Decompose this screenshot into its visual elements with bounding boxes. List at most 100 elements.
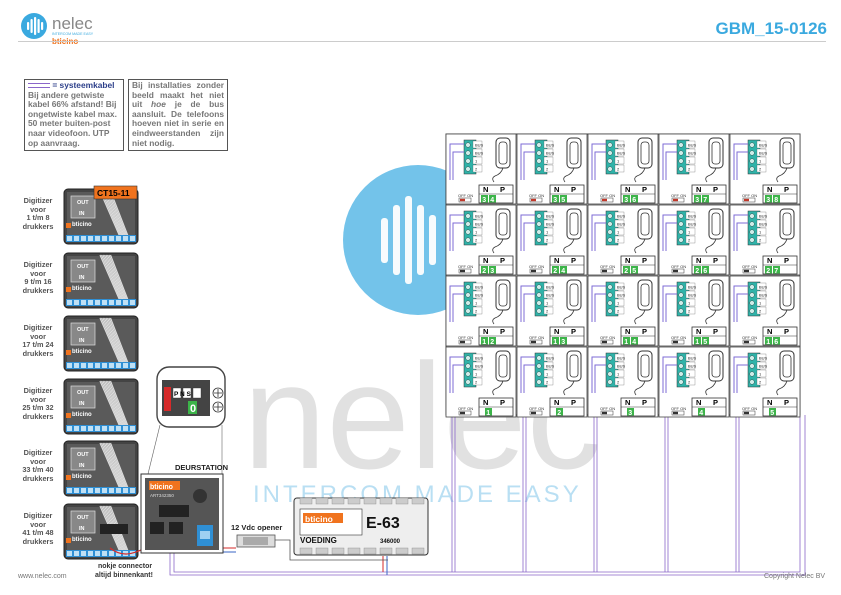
switch-n: N	[767, 398, 772, 407]
out-in-box	[70, 510, 96, 534]
digitizer-label-line: Digitizer	[23, 260, 53, 269]
switch-n: N	[483, 327, 488, 336]
code-digit: 2	[553, 268, 557, 275]
terminal-label: BUS	[759, 285, 768, 290]
code-digit: 1	[482, 339, 486, 346]
doc-code: GBM_15-0126	[715, 19, 827, 38]
code-digit: 7	[703, 197, 707, 204]
code-digit: 3	[490, 268, 494, 275]
terminal-label: BUS	[617, 151, 626, 156]
terminal-strip	[66, 550, 136, 557]
module-brand: bticino	[72, 474, 92, 480]
code-digit-box	[702, 337, 709, 345]
offon-label: OFF ON	[458, 264, 473, 269]
code-digit-box	[485, 408, 492, 416]
out-label: OUT	[77, 390, 89, 396]
module-brand: bticino	[72, 537, 92, 543]
note-installatie-post: je de bus aansluit. De telefoons hoeven …	[132, 99, 224, 148]
terminal-label: BUS	[759, 143, 768, 148]
terminal-label: 1	[688, 372, 691, 377]
switch-n: N	[696, 256, 701, 265]
terminal-label: 2	[475, 167, 478, 172]
terminal-label: 1	[475, 301, 478, 306]
terminal-label: BUS	[759, 364, 768, 369]
code-digit-box	[694, 195, 701, 203]
digitizer-label-line: drukkers	[22, 285, 54, 295]
code-digit-box	[560, 337, 567, 345]
switch-p: P	[571, 256, 576, 265]
code-digit-box	[631, 337, 638, 345]
digitizer-label-line: 9 t/m 16	[24, 277, 52, 286]
offon-label: OFF ON	[529, 264, 544, 269]
terminal-label: BUS	[475, 151, 484, 156]
terminal-label: 1	[759, 301, 762, 306]
offon-label: OFF ON	[600, 406, 615, 411]
opener-label: 12 Vdc opener	[231, 523, 282, 532]
connector-block	[100, 524, 128, 534]
terminal-label: BUS	[546, 143, 555, 148]
terminal-label: 2	[546, 238, 549, 243]
switch-n: N	[483, 256, 488, 265]
code-digit-box	[765, 337, 772, 345]
switch-p: P	[642, 398, 647, 407]
code-digit-box	[552, 195, 559, 203]
header-rule	[18, 41, 826, 42]
code-digit: 7	[774, 268, 778, 275]
terminal-label: 1	[546, 301, 549, 306]
brand-tagline: INTERCOM MADE EASY	[52, 32, 94, 36]
digitizer-label-line: drukkers	[22, 411, 54, 421]
terminal-label: BUS	[546, 356, 555, 361]
terminal-label: BUS	[688, 356, 697, 361]
terminal-label: BUS	[617, 214, 626, 219]
terminal-label: 2	[546, 309, 549, 314]
terminal-label: BUS	[617, 143, 626, 148]
code-digit: 4	[561, 268, 565, 275]
supply-model: E-63	[366, 515, 400, 532]
offon-label: OFF ON	[671, 193, 686, 198]
digitizer-label-line: drukkers	[22, 221, 54, 231]
code-digit: 3	[553, 197, 557, 204]
code-digit-box	[489, 337, 496, 345]
terminal-label: BUS	[759, 214, 768, 219]
terminal-label: 1	[617, 159, 620, 164]
offon-label: OFF ON	[458, 335, 473, 340]
switch-n: N	[625, 398, 630, 407]
door-brand: bticino	[150, 484, 173, 491]
code-digit-box	[769, 408, 776, 416]
out-label: OUT	[77, 452, 89, 458]
out-label: OUT	[77, 264, 89, 270]
code-digit: 1	[624, 339, 628, 346]
ct-label: CT15-11	[97, 188, 130, 198]
digitizer-label-line: voor	[30, 331, 46, 341]
terminal-label: 1	[617, 301, 620, 306]
note-systeemkabel: = systeemkabel Bij andere getwiste kabel…	[24, 79, 124, 151]
terminal-label: 1	[475, 159, 478, 164]
in-label: IN	[79, 401, 85, 407]
code-digit-box	[481, 337, 488, 345]
code-digit-box	[765, 195, 772, 203]
digitizer-label-line: Digitizer	[23, 196, 53, 205]
terminal-label: BUS	[688, 151, 697, 156]
bus-line	[169, 415, 806, 576]
connector-note-line: nokje connector	[98, 563, 152, 570]
switch-p: P	[784, 398, 789, 407]
terminal-label: BUS	[546, 364, 555, 369]
note-installatie: Bij installaties zonder beeld maakt het …	[128, 79, 228, 151]
code-digit: 8	[774, 197, 778, 204]
terminal-strip	[66, 235, 136, 242]
terminal-label: BUS	[546, 285, 555, 290]
terminal-label: 2	[475, 238, 478, 243]
code-digit: 4	[490, 197, 494, 204]
opener-wire	[275, 539, 388, 561]
code-digit-box	[702, 195, 709, 203]
switch-n: N	[483, 185, 488, 194]
switch-p: P	[713, 327, 718, 336]
terminal-label: 2	[688, 238, 691, 243]
code-digit-box	[627, 408, 634, 416]
switch-n: N	[625, 327, 630, 336]
code-digit: 1	[766, 339, 770, 346]
